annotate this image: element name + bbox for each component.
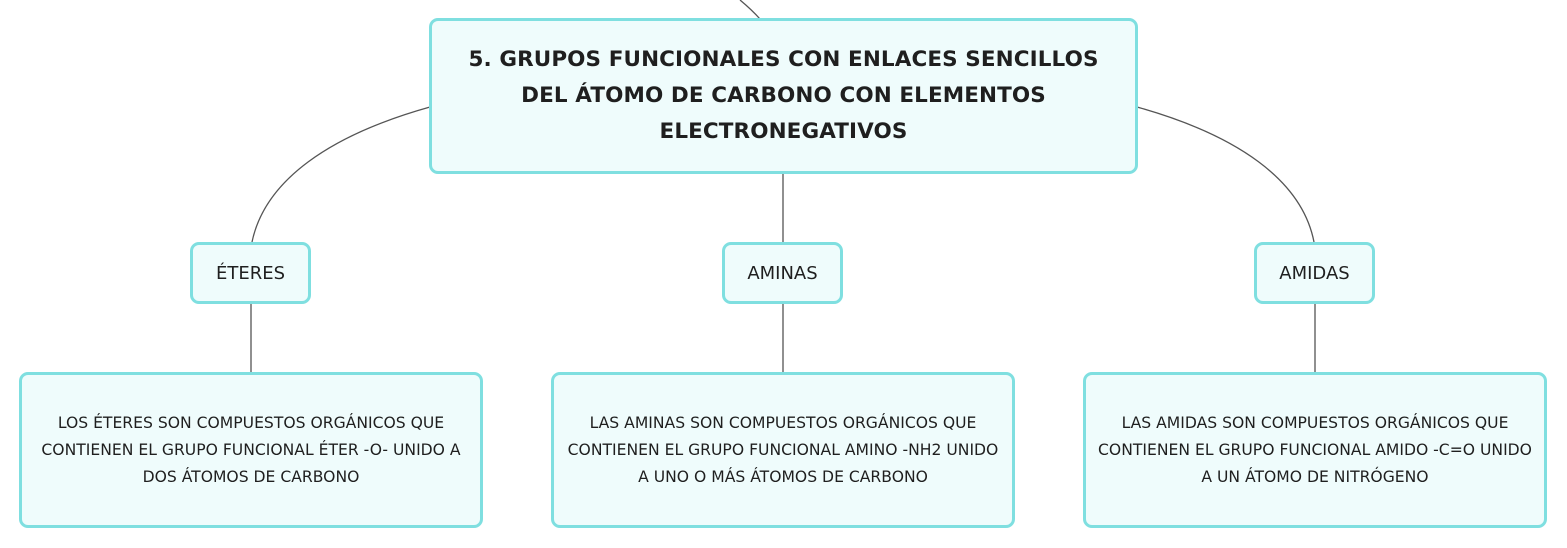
description-node-eteres[interactable]: LOS ÉTERES SON COMPUESTOS ORGÁNICOS QUE …: [19, 372, 483, 528]
description-text-amidas: LAS AMIDAS SON COMPUESTOS ORGÁNICOS QUE …: [1098, 413, 1532, 486]
description-node-aminas[interactable]: LAS AMINAS SON COMPUESTOS ORGÁNICOS QUE …: [551, 372, 1015, 528]
connector-parent-to-root: [739, 0, 761, 20]
root-topic-node[interactable]: 5. GRUPOS FUNCIONALES CON ENLACES SENCIL…: [429, 18, 1138, 174]
topic-node-eteres[interactable]: ÉTERES: [190, 242, 311, 304]
topic-label-eteres: ÉTERES: [215, 262, 286, 284]
connector-root-to-eteres: [251, 106, 431, 243]
topic-label-aminas: AMINAS: [747, 262, 818, 284]
connector-root-to-amidas: [1136, 106, 1315, 243]
topic-node-amidas[interactable]: AMIDAS: [1254, 242, 1375, 304]
topic-label-amidas: AMIDAS: [1279, 262, 1350, 284]
root-topic-title: 5. GRUPOS FUNCIONALES CON ENLACES SENCIL…: [468, 47, 1099, 144]
description-text-eteres: LOS ÉTERES SON COMPUESTOS ORGÁNICOS QUE …: [41, 413, 461, 486]
description-node-amidas[interactable]: LAS AMIDAS SON COMPUESTOS ORGÁNICOS QUE …: [1083, 372, 1547, 528]
topic-node-aminas[interactable]: AMINAS: [722, 242, 843, 304]
description-text-aminas: LAS AMINAS SON COMPUESTOS ORGÁNICOS QUE …: [567, 413, 999, 486]
